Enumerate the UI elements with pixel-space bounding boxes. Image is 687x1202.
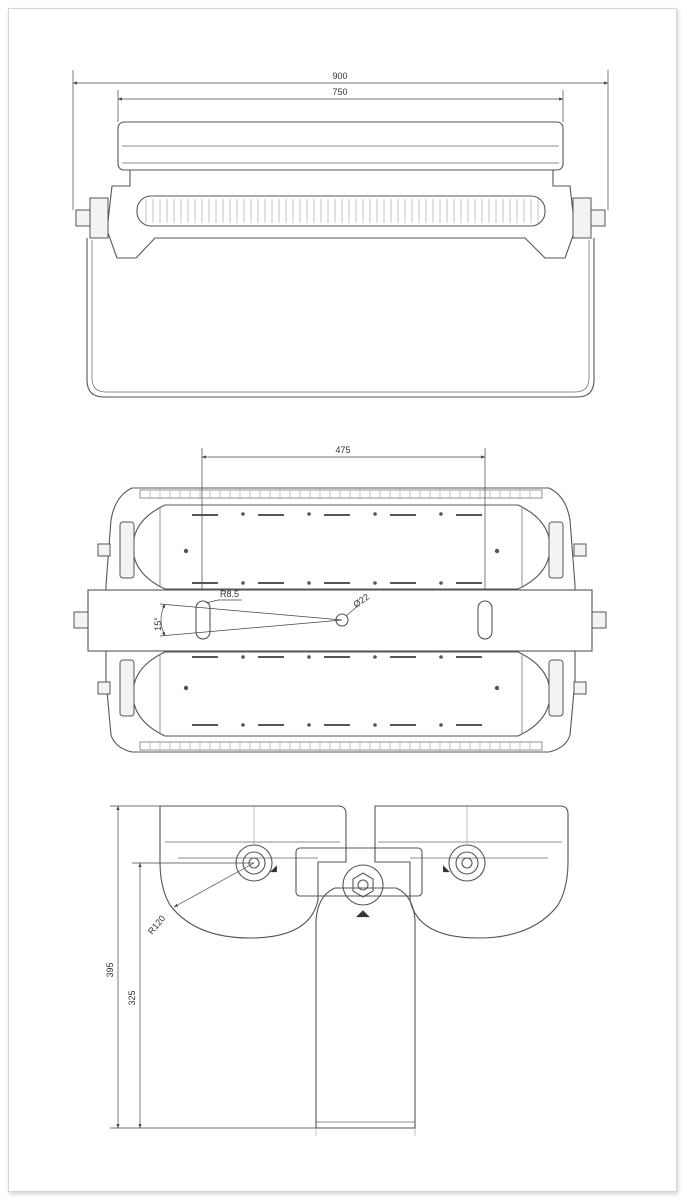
pivot-knob-side-right xyxy=(448,844,486,882)
housing-right-side xyxy=(374,805,569,939)
slot-left xyxy=(195,600,211,640)
dim-housing-width: 750 xyxy=(332,87,347,97)
dim-total-height: 395 xyxy=(105,962,115,977)
hinge-lower-right xyxy=(548,659,564,717)
pivot-knob-right xyxy=(590,209,606,227)
dim-pivot-height: 325 xyxy=(127,990,137,1005)
dim-slot-radius: R8.5 xyxy=(220,589,239,599)
pivot-knob-left xyxy=(75,209,91,227)
hinge-upper-right xyxy=(548,521,564,579)
hinge-upper-left xyxy=(119,521,135,579)
tilt-marker-right: ◣ xyxy=(443,863,450,873)
pedestal xyxy=(315,887,416,1129)
hinge-lower-left xyxy=(119,659,135,717)
tilt-marker-left: ◢ xyxy=(270,863,277,873)
central-hub xyxy=(295,847,423,897)
dim-mount-spacing: 475 xyxy=(335,445,350,455)
dim-overall-width: 900 xyxy=(332,71,347,81)
housing-body xyxy=(106,169,576,259)
heatsink-fins xyxy=(136,195,546,227)
pivot-right xyxy=(572,197,592,239)
led-panel-lower xyxy=(132,651,551,737)
bar-end-right xyxy=(591,611,607,629)
housing-left-side xyxy=(159,805,347,939)
pivot-knob-side-center xyxy=(342,864,384,906)
slot-right xyxy=(477,600,493,640)
tilt-marker-center: ◢◣ xyxy=(356,908,370,918)
housing-outline-front xyxy=(105,487,576,753)
front-view: 475 xyxy=(73,445,607,753)
center-hole xyxy=(335,613,349,627)
dim-tilt-angle: 15° xyxy=(153,617,163,631)
led-panel-upper xyxy=(132,504,551,590)
bar-end-left xyxy=(73,611,89,629)
pivot-left xyxy=(89,197,109,239)
dim-bracket-radius: R120 xyxy=(146,913,167,936)
side-view: 395 325 R120 xyxy=(105,805,569,1136)
top-view: 900 750 xyxy=(72,70,609,398)
mounting-bracket-top xyxy=(86,238,595,398)
